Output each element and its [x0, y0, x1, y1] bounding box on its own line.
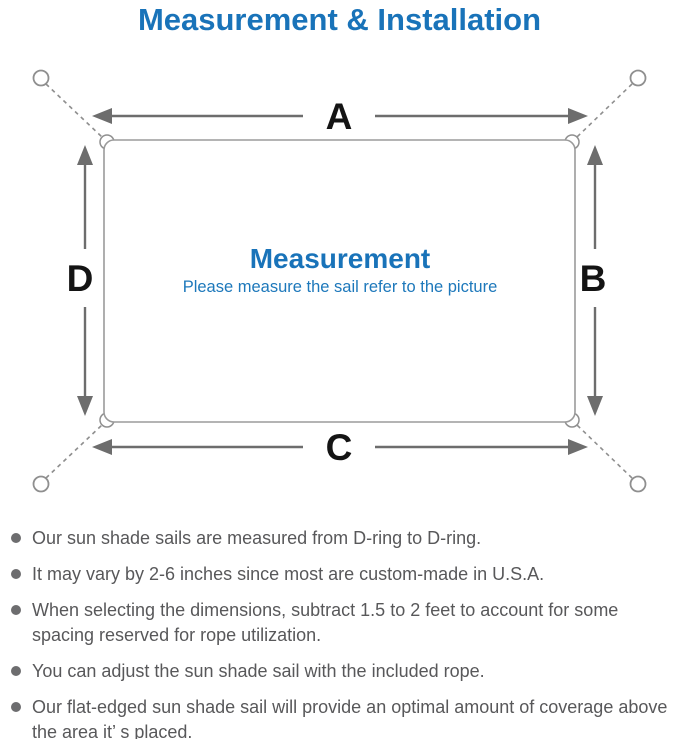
arrow-c-head-left — [92, 439, 112, 455]
note-text: Our sun shade sails are measured from D-… — [32, 528, 482, 548]
anchor-ring-bottom-right — [629, 475, 647, 493]
bullet-icon — [11, 605, 21, 615]
arrow-d-head-top — [77, 145, 93, 165]
arrow-d-head-bottom — [77, 396, 93, 416]
anchor-ring-top-left — [32, 69, 50, 87]
bullet-icon — [11, 533, 21, 543]
label-side-d: D — [67, 258, 94, 299]
sail-outline — [103, 139, 576, 423]
list-item: Our flat-edged sun shade sail will provi… — [10, 695, 674, 739]
list-item: When selecting the dimensions, subtract … — [10, 598, 674, 648]
rope-top-right — [576, 83, 633, 138]
rope-bottom-right — [576, 424, 633, 479]
page-title: Measurement & Installation — [137, 2, 542, 37]
list-item: You can adjust the sun shade sail with t… — [10, 659, 674, 684]
anchor-rings — [32, 69, 647, 493]
arrow-c-head-right — [568, 439, 588, 455]
dimension-arrows — [77, 108, 603, 455]
note-text: It may vary by 2-6 inches since most are… — [32, 564, 545, 584]
arrow-b-head-bottom — [587, 396, 603, 416]
diagram-center-title: Measurement — [250, 243, 431, 274]
rope-bottom-left — [45, 424, 103, 479]
rope-top-left — [45, 83, 103, 138]
arrow-b-head-top — [587, 145, 603, 165]
bullet-icon — [11, 666, 21, 676]
dimension-labels: A C D B — [67, 96, 607, 468]
arrow-a-head-left — [92, 108, 112, 124]
list-item: It may vary by 2-6 inches since most are… — [10, 562, 674, 587]
note-text: Our flat-edged sun shade sail will provi… — [32, 697, 668, 739]
label-side-b: B — [580, 258, 607, 299]
note-text: You can adjust the sun shade sail with t… — [32, 661, 485, 681]
list-item: Our sun shade sails are measured from D-… — [10, 526, 674, 551]
arrow-a-head-right — [568, 108, 588, 124]
anchor-ring-bottom-left — [32, 475, 50, 493]
bullet-icon — [11, 569, 21, 579]
sail-measurement-diagram: A C D B Measurement Please measure the s… — [32, 69, 647, 493]
corner-rope-lines — [45, 83, 633, 479]
diagram-center-subtitle: Please measure the sail refer to the pic… — [183, 278, 498, 296]
anchor-ring-top-right — [629, 69, 647, 87]
label-side-c: C — [326, 427, 353, 468]
note-text: When selecting the dimensions, subtract … — [32, 600, 619, 645]
notes-list: Our sun shade sails are measured from D-… — [10, 526, 674, 739]
label-side-a: A — [326, 96, 353, 137]
bullet-icon — [11, 702, 21, 712]
